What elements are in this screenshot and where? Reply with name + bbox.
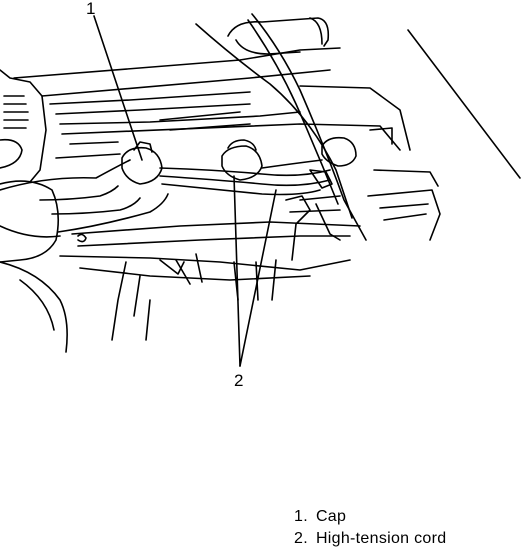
callout-2-label: 2 xyxy=(234,371,244,390)
lower-block xyxy=(59,169,441,341)
legend-text: Cap xyxy=(315,508,347,525)
plug-cap-2 xyxy=(221,139,263,181)
plug-cap-1 xyxy=(121,141,163,185)
legend-item-cap: 1. Cap xyxy=(294,506,446,528)
legend-number: 1. xyxy=(294,508,308,525)
callout-1-label: 1 xyxy=(86,0,96,18)
left-housing xyxy=(0,69,68,353)
hand xyxy=(0,159,169,238)
legend-item-high-tension-cord: 2. High-tension cord xyxy=(294,528,446,550)
legend-number: 2. xyxy=(294,530,308,547)
legend-text: High-tension cord xyxy=(315,530,447,547)
leader-line-1 xyxy=(93,15,143,161)
high-tension-cords xyxy=(159,159,333,196)
leader-lines-2 xyxy=(233,175,277,367)
head-cover xyxy=(13,47,411,159)
pipes xyxy=(195,13,521,241)
plug-cap-3 xyxy=(321,136,357,167)
intake-cylinder xyxy=(227,17,330,55)
parts-legend: 1. Cap 2. High-tension cord xyxy=(294,506,446,550)
